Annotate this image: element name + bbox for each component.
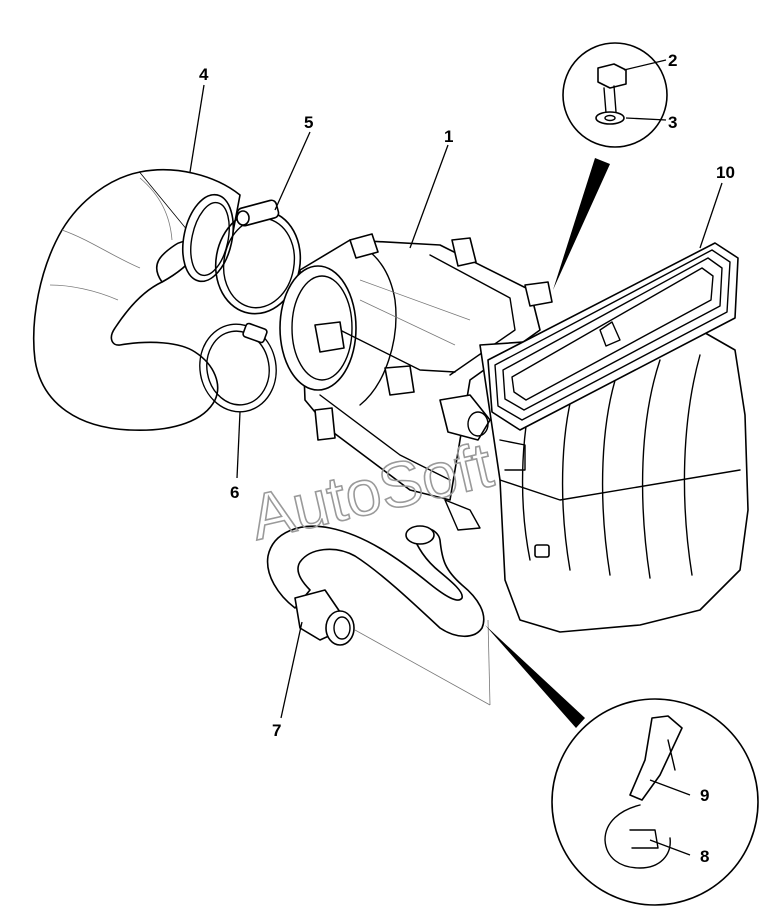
callout-6: 6 (230, 483, 239, 502)
callouts: 1 2 3 4 5 6 7 8 9 10 (199, 51, 735, 866)
callout-8: 8 (700, 847, 709, 866)
filter-seal-gasket (487, 242, 739, 431)
callout-3: 3 (668, 113, 677, 132)
hose-clamp-upper (214, 199, 302, 315)
breather-hose (266, 525, 491, 706)
leader-lines (189, 59, 723, 856)
intake-hose (32, 169, 241, 431)
callout-10: 10 (716, 163, 735, 182)
callout-4: 4 (199, 65, 209, 84)
callout-9: 9 (700, 786, 709, 805)
sensor-connector (439, 394, 491, 531)
detail-circle-bolt (553, 42, 668, 290)
callout-7: 7 (272, 721, 281, 740)
hose-clamp-lower (199, 322, 277, 413)
callout-1: 1 (444, 127, 453, 146)
detail-circle-clips (485, 625, 759, 906)
air-filter-housing (279, 233, 553, 501)
callout-2: 2 (668, 51, 677, 70)
callout-5: 5 (304, 113, 313, 132)
